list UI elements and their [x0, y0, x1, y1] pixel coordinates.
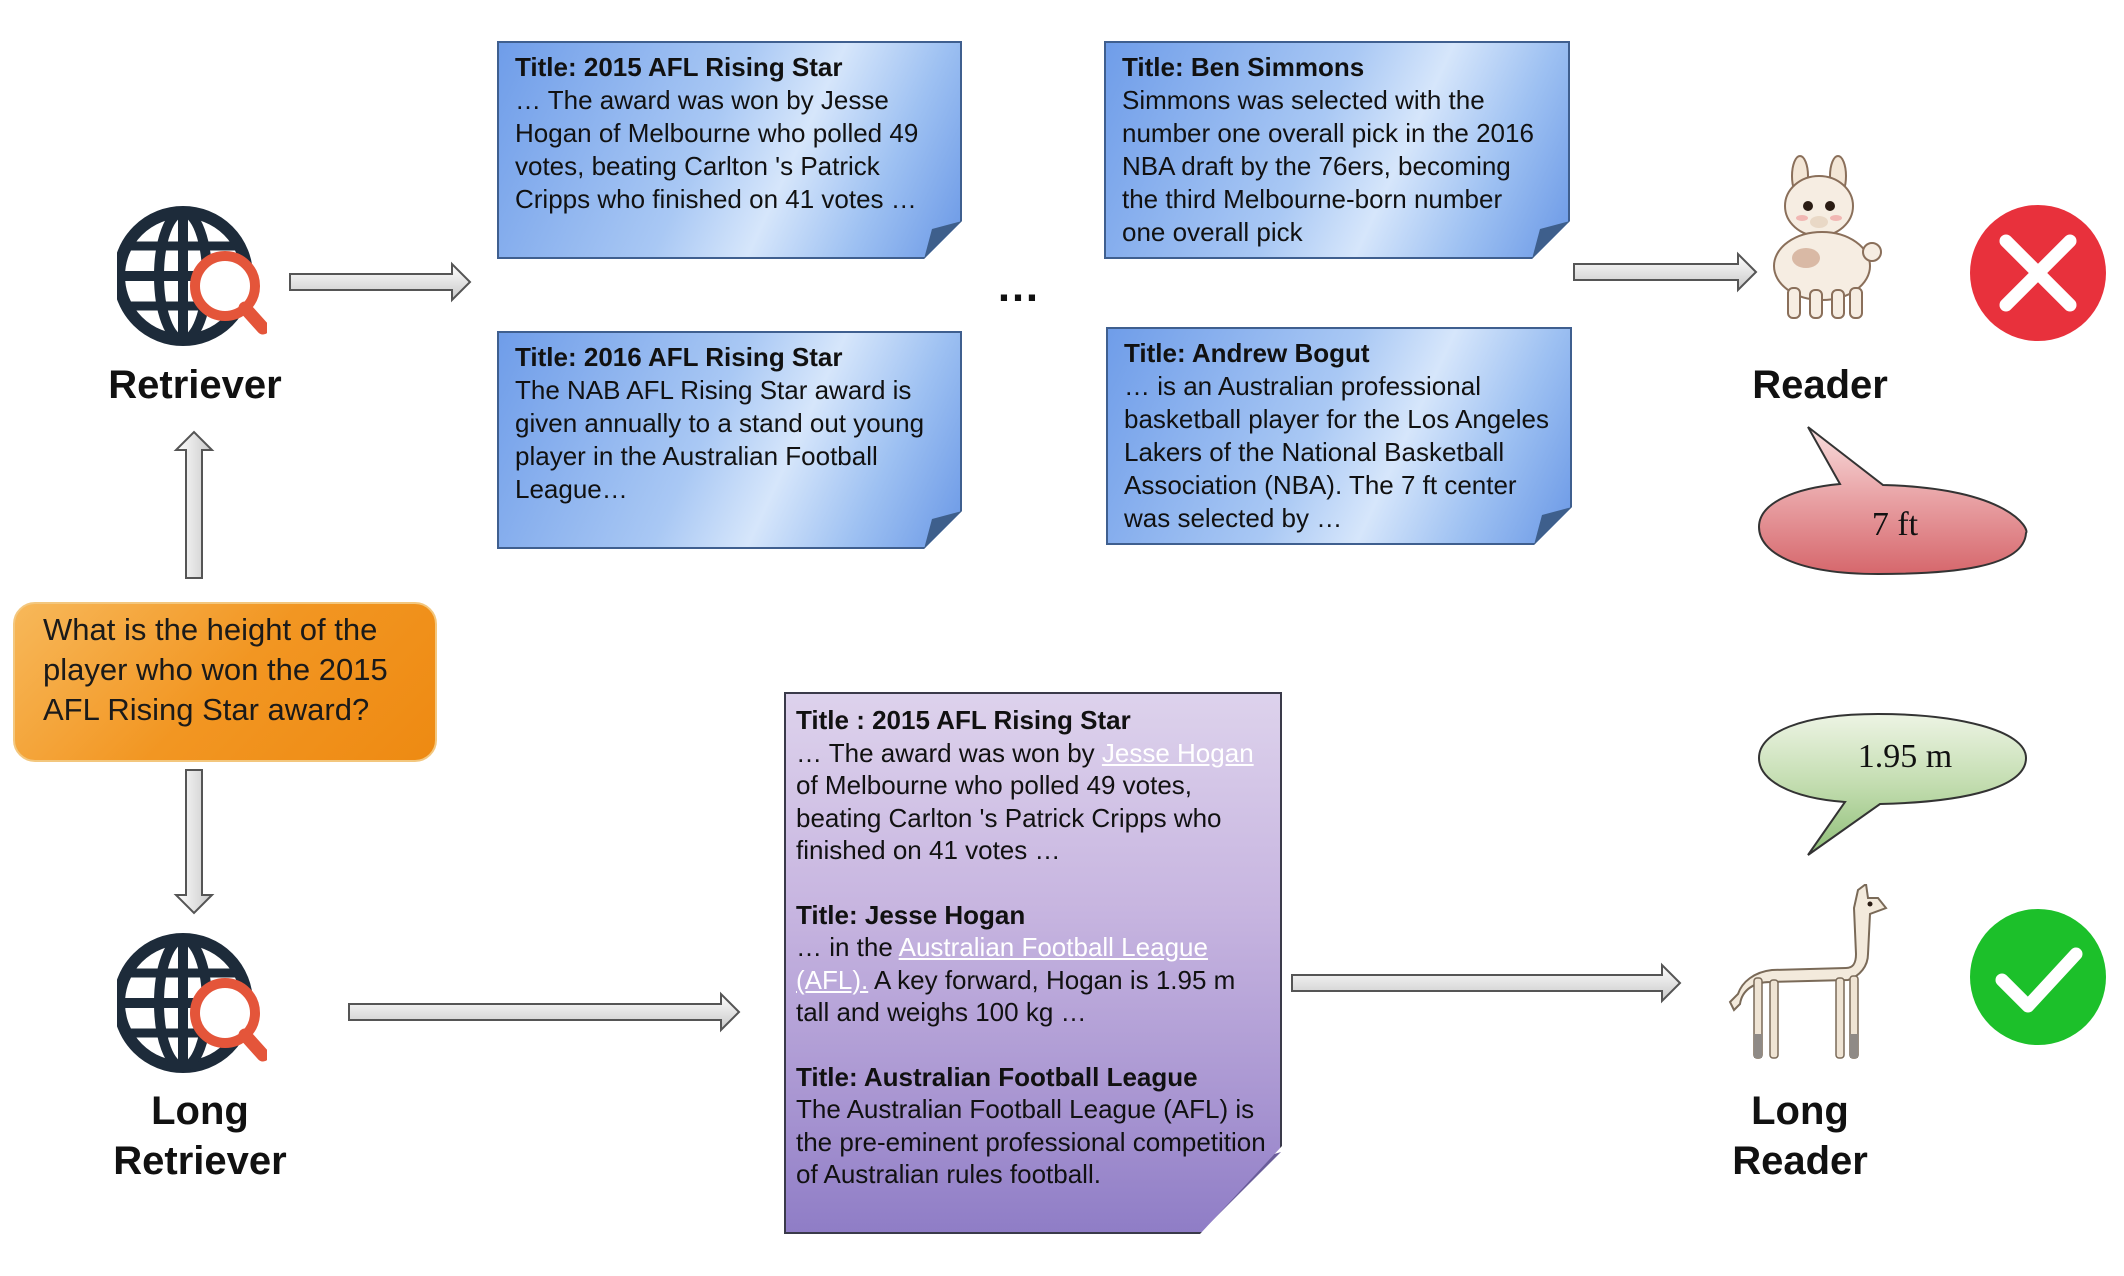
reader-answer: 7 ft	[1871, 506, 1919, 543]
more-passages-ellipsis: …	[996, 262, 1042, 311]
passage-note: Title: 2015 AFL Rising Star… The award w…	[497, 41, 962, 259]
retriever-label: Retriever	[108, 363, 282, 407]
question-box: What is the height of the player who won…	[13, 602, 437, 762]
arrow-question-to-retriever	[173, 430, 215, 579]
long-reader-speech-bubble	[1757, 712, 2028, 856]
long-document: Title : 2015 AFL Rising Star … The award…	[784, 692, 1282, 1234]
arrow-retriever-to-passages	[289, 261, 472, 303]
globe-search-icon	[117, 933, 267, 1073]
reader-speech-bubble	[1757, 426, 2028, 576]
llama-icon	[1728, 884, 1888, 1059]
globe-search-icon	[117, 206, 267, 346]
passage-note: Title: Andrew Bogut… is an Australian pr…	[1106, 327, 1572, 545]
arrow-passages-to-reader	[1573, 251, 1758, 293]
link-jesse-hogan[interactable]: Jesse Hogan	[1101, 737, 1254, 768]
llama-icon	[1773, 155, 1882, 319]
cross-icon	[1970, 205, 2106, 341]
arrow-question-to-long-retriever	[173, 769, 215, 915]
long-reader-answer: 1.95 m	[1857, 738, 1953, 775]
arrow-doc-to-long-reader	[1291, 962, 1682, 1004]
link-australian-football-league[interactable]: Australian Football League (AFL).	[796, 932, 1208, 995]
check-icon	[1970, 909, 2106, 1045]
arrow-long-retriever-to-doc	[348, 991, 741, 1033]
reader-label: Reader	[1752, 363, 1888, 407]
